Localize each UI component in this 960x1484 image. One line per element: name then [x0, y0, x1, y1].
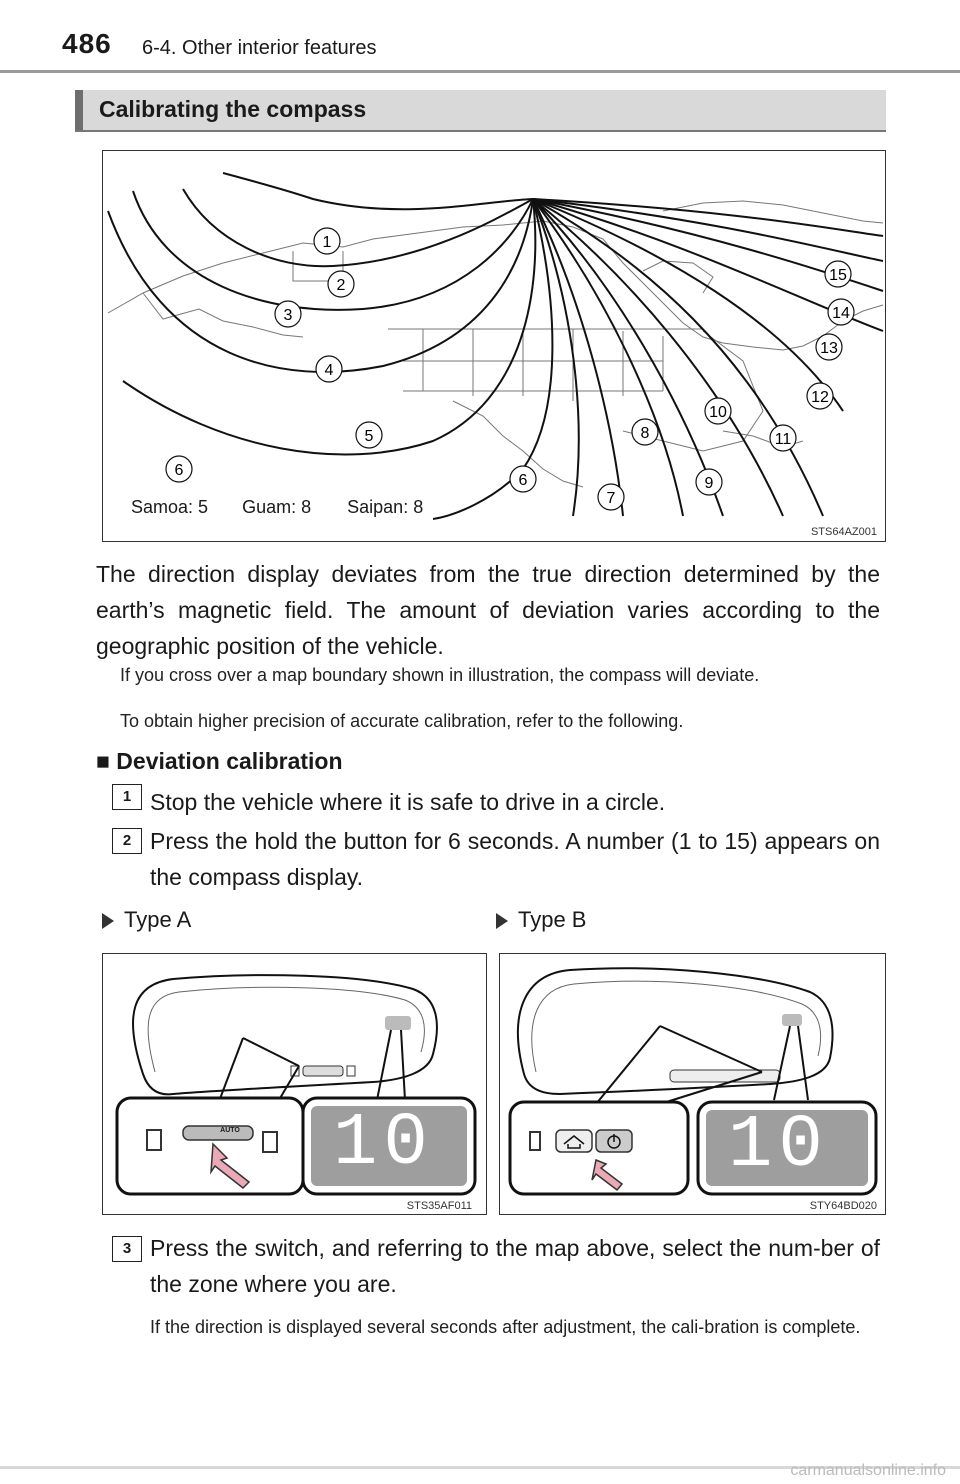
svg-text:8: 8 — [641, 425, 650, 442]
type-a-mirror-illustration — [115, 974, 477, 1196]
type-a-heading: Type A — [102, 907, 191, 933]
zone-marker-3: 3 — [274, 300, 302, 328]
section-underline — [75, 130, 886, 132]
island-caption-guam: Guam: 8 — [242, 497, 312, 517]
press-arrow-icon — [591, 1158, 624, 1192]
continent-outline — [107, 200, 884, 488]
zone-marker-7: 7 — [597, 483, 625, 511]
press-arrow-icon — [210, 1142, 251, 1190]
type-a-mirror-figure: AUTO 10 STS35AF011 — [102, 953, 487, 1215]
home-button — [555, 1129, 593, 1153]
zone-marker-4: 4 — [315, 355, 343, 383]
magnetic-zone-map: 1 2 3 4 5 6 6 7 8 9 10 11 12 13 14 15 — [107, 172, 884, 520]
svg-text:7: 7 — [607, 490, 616, 507]
island-caption-saipan: Saipan: 8 — [347, 497, 424, 517]
zone-markers: 1 2 3 4 5 6 6 7 8 9 10 11 12 13 14 15 — [165, 227, 855, 511]
compass-display — [706, 1110, 868, 1186]
intro-paragraph: The direction display deviates from the … — [96, 561, 880, 659]
svg-text:11: 11 — [775, 431, 792, 448]
figure-code: STS35AF011 — [406, 1200, 472, 1212]
auto-button — [182, 1125, 254, 1141]
svg-text:14: 14 — [832, 305, 850, 322]
footer-watermark: carmanualsonline.info — [790, 1462, 946, 1479]
zone-marker-8: 8 — [631, 418, 659, 446]
zone-marker-2: 2 — [327, 270, 355, 298]
intro-note-2: To obtain higher precision of accurate c… — [120, 711, 684, 731]
magnetic-zone-map-figure: 1 2 3 4 5 6 6 7 8 9 10 11 12 13 14 15 Sa… — [102, 150, 886, 542]
zone-marker-6-west: 6 — [165, 455, 193, 483]
svg-text:6: 6 — [519, 472, 528, 489]
step-3-number: 3 — [112, 1236, 142, 1262]
step-3-text: Press the switch, and referring to the m… — [150, 1235, 880, 1297]
zone-marker-13: 13 — [815, 333, 843, 361]
step-3-note: If the direction is displayed several se… — [150, 1317, 861, 1337]
footer-rule — [0, 1466, 960, 1469]
triangle-bullet-icon — [496, 913, 508, 930]
zone-marker-11: 11 — [769, 424, 797, 452]
mirror-display-window — [385, 1016, 411, 1030]
triangle-bullet-icon — [102, 913, 114, 930]
svg-text:2: 2 — [337, 277, 346, 294]
type-a-label: Type A — [124, 907, 192, 932]
home-icon — [563, 1135, 585, 1149]
zone-marker-14: 14 — [827, 298, 855, 326]
svg-text:4: 4 — [325, 362, 334, 379]
svg-text:3: 3 — [284, 307, 293, 324]
header-rule — [0, 70, 960, 73]
subsection-heading: ■ Deviation calibration — [96, 748, 343, 775]
svg-text:9: 9 — [705, 475, 714, 492]
zone-marker-10: 10 — [704, 397, 732, 425]
intro-note-1: If you cross over a map boundary shown i… — [120, 665, 760, 685]
subsection-title: Deviation calibration — [116, 748, 343, 774]
figure-code: STS64AZ001 — [810, 526, 877, 538]
svg-text:10: 10 — [709, 404, 727, 421]
type-b-heading: Type B — [496, 907, 586, 933]
auto-button-label: AUTO — [220, 1127, 240, 1134]
svg-text:6: 6 — [175, 462, 184, 479]
compass-display-readout: 10 — [728, 1104, 829, 1188]
figure-code: STY64BD020 — [809, 1200, 877, 1212]
type-b-label: Type B — [518, 907, 587, 932]
svg-text:12: 12 — [811, 389, 829, 406]
step-2-text: Press the hold the button for 6 seconds.… — [150, 828, 880, 890]
type-b-mirror-illustration — [508, 967, 878, 1196]
zone-marker-1: 1 — [313, 227, 341, 255]
compass-display-readout: 10 — [333, 1102, 434, 1186]
zone-marker-15: 15 — [824, 260, 852, 288]
type-b-mirror-figure: 10 STY64BD020 — [499, 953, 886, 1215]
section-header-bar: Calibrating the compass — [75, 90, 886, 130]
svg-text:5: 5 — [365, 428, 374, 445]
page-number: 486 — [62, 28, 112, 59]
step-1-number: 1 — [112, 784, 142, 810]
step-1-text: Stop the vehicle where it is safe to dri… — [150, 789, 666, 815]
section-title: Calibrating the compass — [99, 96, 367, 122]
step-2-number: 2 — [112, 828, 142, 854]
zone-marker-6-east: 6 — [509, 465, 537, 493]
svg-text:1: 1 — [323, 234, 332, 251]
mirror-display-window — [782, 1014, 802, 1026]
compass-display — [311, 1106, 467, 1186]
chapter-title: 6-4. Other interior features — [142, 37, 377, 59]
zone-marker-9: 9 — [695, 468, 723, 496]
subsection-marker: ■ — [96, 748, 110, 774]
zone-marker-12: 12 — [806, 382, 834, 410]
svg-text:13: 13 — [820, 340, 838, 357]
svg-text:15: 15 — [829, 267, 847, 284]
zone-marker-5: 5 — [355, 421, 383, 449]
island-caption-samoa: Samoa: 5 — [131, 497, 209, 517]
